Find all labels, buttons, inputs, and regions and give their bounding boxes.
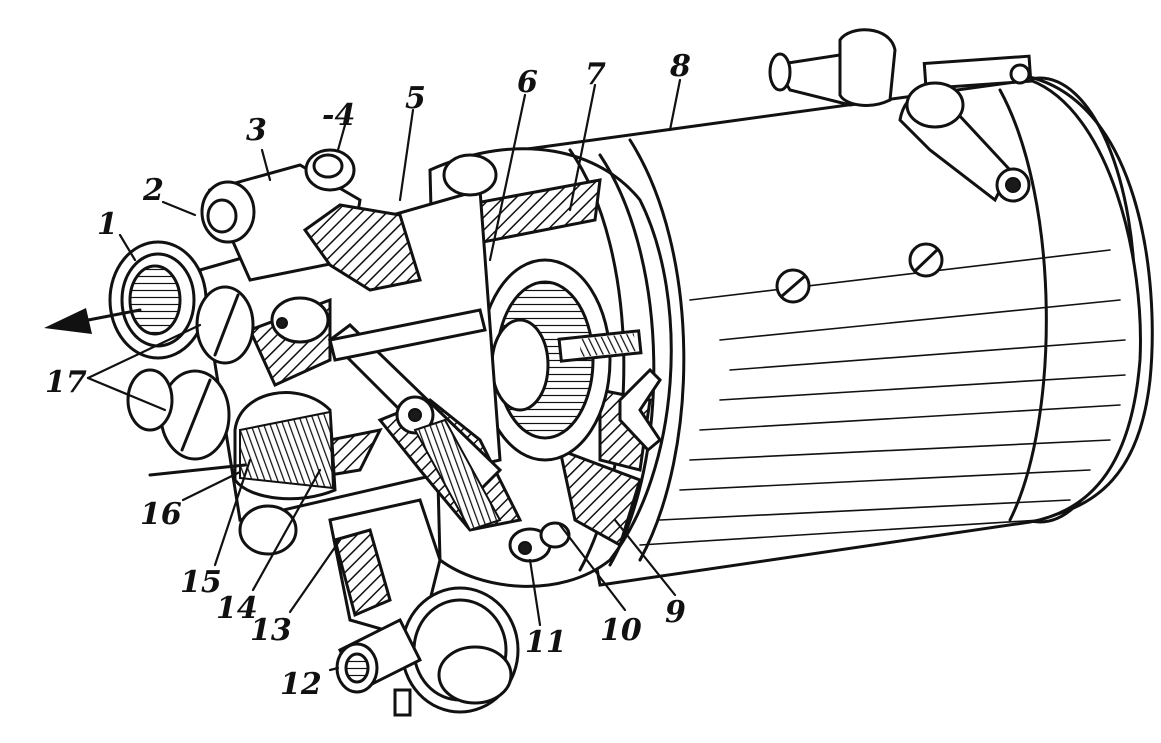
callout-12: 12: [280, 667, 322, 702]
callout-5: 5: [405, 81, 426, 116]
callout-2: 2: [142, 173, 164, 208]
valve-block: [108, 148, 571, 563]
callout-7: 7: [585, 57, 606, 92]
flow-direction-arrow: [44, 308, 142, 334]
adjusting-screw: [195, 285, 255, 365]
leader-lines: [86, 78, 682, 672]
callout-15: 15: [180, 565, 222, 600]
callout-1: 1: [97, 207, 118, 242]
callout-9: 9: [665, 595, 686, 630]
housing-screw: [908, 242, 944, 278]
adjusting-screw: [159, 369, 231, 461]
callout-6: 6: [517, 65, 538, 100]
lower-port-fitting: [328, 498, 520, 717]
callout-labels: 1 2 3 -4 5 6 7 8 9 10 11 12 13 14 15 16 …: [45, 49, 691, 702]
callout-14: 14: [216, 591, 258, 626]
callout-11: 11: [525, 625, 567, 660]
callout-13: 13: [250, 613, 292, 648]
callout-10: 10: [600, 613, 642, 648]
housing-screw: [775, 268, 811, 304]
callout-3: 3: [246, 113, 267, 148]
callout-17: 17: [45, 365, 87, 400]
callout-8: 8: [669, 49, 691, 84]
main-housing: [518, 73, 1154, 587]
top-fittings: [768, 28, 1033, 203]
callout-16: 16: [140, 497, 182, 532]
callout-4: -4: [322, 98, 355, 133]
